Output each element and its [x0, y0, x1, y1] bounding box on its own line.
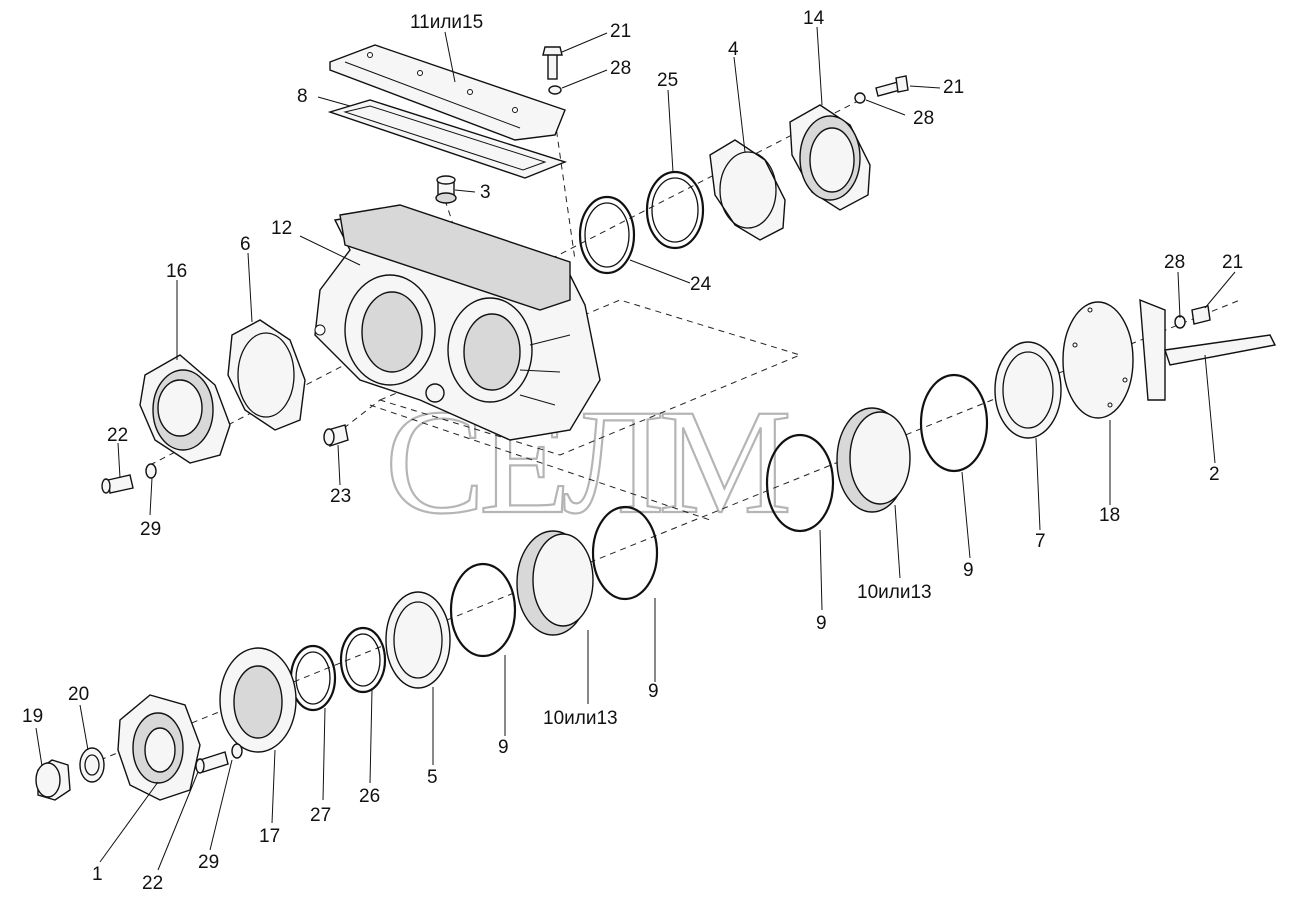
- breather-part: [435, 175, 457, 204]
- flange-1-part: [117, 694, 201, 801]
- ring-20-part: [79, 747, 105, 783]
- callout-21-right: 21: [943, 77, 964, 98]
- callout-16: 16: [166, 261, 187, 282]
- plug-23-part: [323, 424, 349, 447]
- callout-11-15: 11или15: [410, 12, 483, 33]
- callout-24: 24: [690, 274, 712, 295]
- callout-19: 19: [22, 706, 43, 727]
- leader-lines: [35, 26, 1236, 871]
- bearing-cover-14-part: [789, 104, 871, 211]
- oring-9-mid-part: [765, 433, 835, 533]
- callout-6: 6: [240, 234, 251, 255]
- callout-28-top: 28: [610, 58, 631, 79]
- callout-10-13-right: 10или13: [857, 582, 932, 603]
- callout-7: 7: [1035, 531, 1046, 552]
- seal-26-part: [339, 626, 387, 694]
- gasket-6-part: [227, 319, 306, 431]
- oring-9-bottom-part: [449, 562, 517, 658]
- nut-19-part: [35, 759, 71, 801]
- callout-27: 27: [310, 805, 331, 826]
- oring-9-bottom-right-part: [591, 505, 659, 601]
- callout-22-left: 22: [107, 425, 128, 446]
- bolt-bottom-part: [195, 743, 243, 774]
- bracket-2-part: [1139, 298, 1277, 401]
- callout-23: 23: [330, 486, 351, 507]
- callout-25: 25: [657, 70, 678, 91]
- bolt-far-part: [1174, 305, 1211, 329]
- callout-9-b: 9: [816, 613, 827, 634]
- callout-28-far: 28: [1164, 252, 1185, 273]
- cover-16-part: [139, 354, 231, 464]
- callout-17: 17: [259, 826, 280, 847]
- sleeve-10-13-right-part: [836, 407, 911, 513]
- gearbox-housing-part: [314, 204, 601, 441]
- callout-9-d: 9: [498, 737, 509, 758]
- callout-14: 14: [803, 8, 825, 29]
- callout-29-bottom: 29: [198, 852, 219, 873]
- callout-18: 18: [1099, 505, 1120, 526]
- top-cover-part: [329, 44, 566, 141]
- callout-1: 1: [92, 864, 103, 885]
- gasket-4-part: [709, 139, 786, 241]
- bearing-cover-17-part: [219, 647, 297, 753]
- callout-3: 3: [480, 182, 491, 203]
- callout-labels: 11или15 21 28 8 25 4 14 21 28 3 12 6 16 …: [22, 8, 1243, 894]
- callout-28-right: 28: [913, 108, 934, 129]
- seal-24-part: [578, 195, 636, 275]
- callout-9-a: 9: [963, 560, 974, 581]
- callout-9-c: 9: [648, 681, 659, 702]
- callout-4: 4: [728, 39, 739, 60]
- callout-20: 20: [68, 684, 89, 705]
- bolt-top-part: [542, 46, 563, 95]
- cover-plate-18-part: [1062, 301, 1134, 419]
- top-gasket-part: [327, 99, 568, 179]
- bolt-left-part: [101, 463, 157, 494]
- callout-2: 2: [1209, 464, 1220, 485]
- gasket-7-part: [994, 341, 1062, 439]
- callout-21-top: 21: [610, 21, 631, 42]
- callout-5: 5: [427, 767, 438, 788]
- callout-8: 8: [297, 86, 308, 107]
- callout-29-left: 29: [140, 519, 161, 540]
- callout-26: 26: [359, 786, 380, 807]
- sleeve-10-13-bottom-part: [516, 530, 594, 636]
- oring-9-right-part: [919, 373, 989, 473]
- callout-12: 12: [271, 218, 292, 239]
- callout-10-13-bottom: 10или13: [543, 708, 618, 729]
- bolt-right-part: [854, 75, 909, 104]
- callout-22-bottom: 22: [142, 873, 163, 894]
- seal-27-part: [289, 644, 337, 712]
- seal-25-part: [645, 170, 705, 250]
- callout-21-far: 21: [1222, 252, 1243, 273]
- gasket-5-part: [385, 591, 451, 689]
